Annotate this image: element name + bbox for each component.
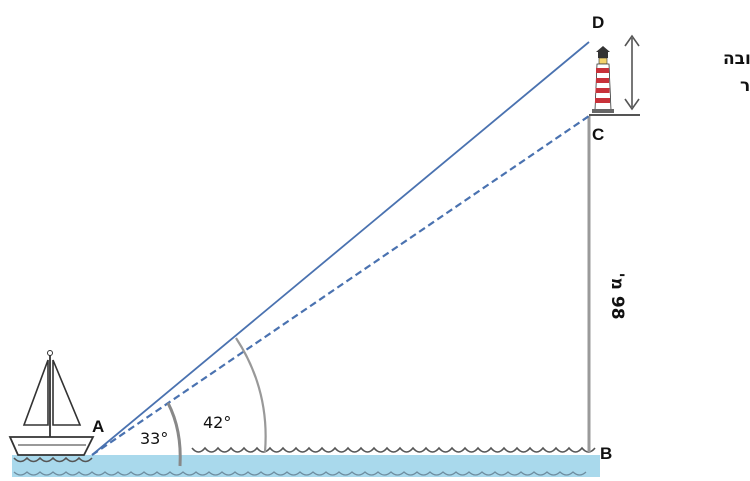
sight-line-AD [91, 41, 590, 456]
angle-arc-33 [166, 402, 182, 467]
water [12, 446, 600, 477]
sight-line-AC [91, 115, 590, 456]
tower-height-label-line1: גובה [723, 49, 750, 69]
point-label-A: A [92, 417, 104, 436]
angle-label-33: 33° [140, 429, 168, 448]
point-label-B: B [600, 444, 612, 463]
sailboat-icon [8, 350, 95, 456]
point-label-D: D [592, 13, 604, 32]
lighthouse-icon [592, 46, 614, 113]
point-label-C: C [592, 125, 604, 144]
tower-height-label-line2: המגדלור [740, 76, 750, 96]
cliff-height-label: 98 מ' [607, 272, 627, 319]
angle-arc-42 [235, 337, 267, 453]
double-arrow-icon [624, 34, 640, 111]
angle-label-42: 42° [203, 413, 231, 432]
waves [13, 446, 596, 463]
waves-lower [13, 471, 587, 476]
